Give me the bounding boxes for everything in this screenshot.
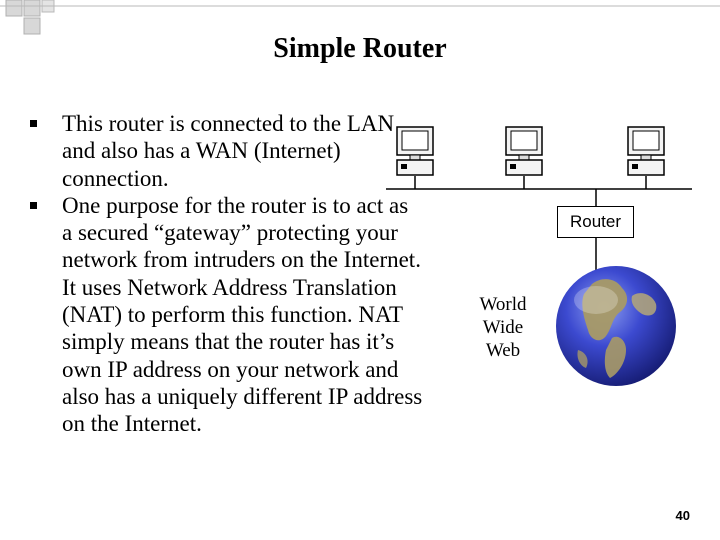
page-number: 40 bbox=[675, 508, 690, 523]
bullet-marker-icon bbox=[30, 120, 37, 127]
bullet-item: One purpose for the router is to act as … bbox=[18, 192, 423, 438]
computer-icon bbox=[396, 126, 434, 189]
bullet-marker-icon bbox=[30, 201, 37, 209]
bullet-text: One purpose for the router is to act as … bbox=[62, 192, 423, 437]
router-box: Router bbox=[557, 206, 634, 238]
router-label: Router bbox=[569, 212, 622, 231]
bullet-item: This router is connected to the LAN and … bbox=[18, 110, 423, 192]
corner-decoration bbox=[0, 0, 720, 35]
globe-icon bbox=[556, 266, 676, 386]
computer-icon bbox=[627, 126, 665, 189]
slide-title: Simple Router bbox=[273, 33, 447, 64]
bullet-list: This router is connected to the LAN and … bbox=[18, 110, 423, 438]
computer-icon bbox=[505, 126, 543, 189]
bullet-text: This router is connected to the LAN and … bbox=[62, 111, 395, 191]
internet-label: World Wide Web bbox=[479, 294, 527, 361]
